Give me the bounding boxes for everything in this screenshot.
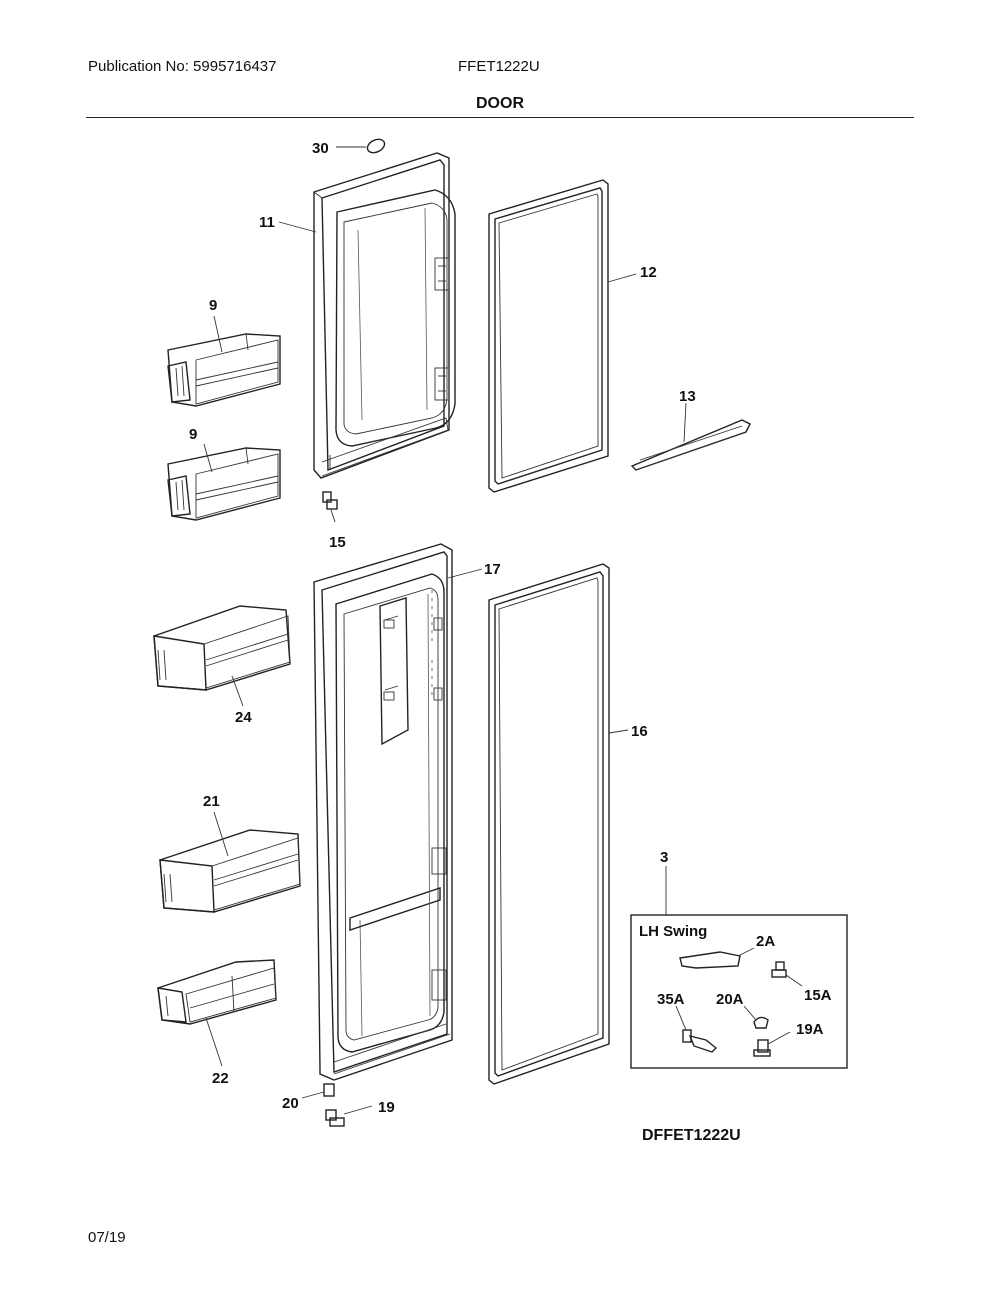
callout-15A: 15A [804,987,832,1004]
part-9-bin-upper [167,333,281,407]
part-13-trim [630,419,751,471]
callout-20: 20 [282,1095,299,1112]
part-24-bin [153,605,291,691]
lh-swing-kit-box [630,866,848,1069]
leader-12 [607,273,637,283]
part-11-upper-door-liner [313,152,456,479]
part-15-hinge [322,491,338,523]
callout-9-lower: 9 [189,426,197,443]
leader-22 [205,1017,223,1067]
part-16-lower-gasket [488,563,610,1085]
callout-11: 11 [259,214,275,231]
callout-17: 17 [484,561,501,578]
callout-13: 13 [679,388,696,405]
leader-24 [231,675,244,707]
part-30-cap [336,138,386,154]
callout-20A: 20A [716,991,744,1008]
diagram-code: DFFET1222U [642,1127,741,1144]
part-9-bin-lower [167,447,281,521]
callout-22: 22 [212,1070,229,1087]
callout-2A: 2A [756,933,775,950]
inset-title: LH Swing [639,923,707,940]
callout-3: 3 [660,849,668,866]
part-20-bushing [301,1083,335,1099]
part-21-bin [159,829,301,913]
leader-21 [213,811,229,857]
section-title: DOOR [476,95,524,112]
part-19-hinge [325,1105,373,1127]
header-rule [86,117,914,118]
model-number: FFET1222U [458,58,540,75]
publication-number: Publication No: 5995716437 [88,58,277,75]
part-17-lower-door-liner [313,543,453,1081]
callout-35A: 35A [657,991,685,1008]
callout-15: 15 [329,534,346,551]
callout-9-upper: 9 [209,297,217,314]
part-22-bin [157,959,277,1025]
part-12-upper-gasket [488,179,609,493]
callout-16: 16 [631,723,648,740]
leader-11 [278,221,317,233]
leader-16 [608,729,629,734]
callout-21: 21 [203,793,220,810]
footer-date: 07/19 [88,1229,126,1246]
leader-13 [683,402,687,443]
callout-24: 24 [235,709,252,726]
callout-30: 30 [312,140,329,157]
leader-9a [213,315,223,353]
leader-9b [203,443,213,473]
callout-19A: 19A [796,1021,824,1038]
leader-17 [447,568,483,579]
callout-12: 12 [640,264,657,281]
callout-19: 19 [378,1099,395,1116]
